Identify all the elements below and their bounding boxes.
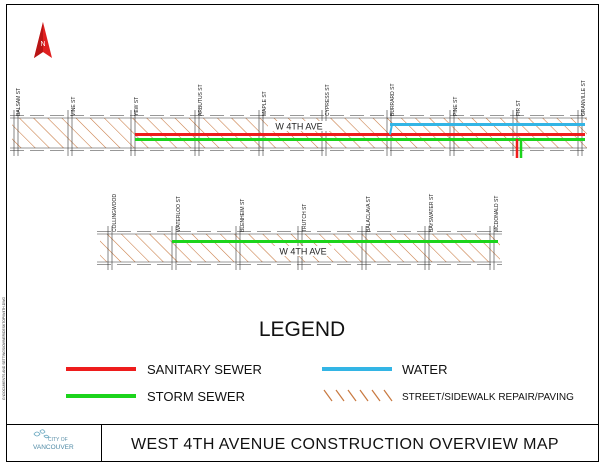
map-title: WEST 4TH AVENUE CONSTRUCTION OVERVIEW MA…: [131, 436, 559, 453]
street-label-burrard: BURRARD ST: [390, 83, 396, 116]
street-label-collingwood: COLLINGWOOD: [112, 194, 118, 232]
map-frame: [6, 4, 599, 462]
upper-water-jog: [389, 124, 393, 135]
logo-mark-icon: [33, 429, 50, 439]
legend: LEGEND SANITARY SEWER STORM SEWER WATER …: [66, 318, 574, 404]
street-label-bayswater: BAYSWATER ST: [429, 194, 435, 232]
drawing-file-path: G:\DOCUMENTS AND SETTINGS\OWNER\DESKTOP\…: [2, 297, 6, 400]
upper-corridor: W 4TH AVE BALSAM ST VINE ST YEW ST ARBUT…: [10, 80, 587, 158]
legend-storm-label: STORM SEWER: [147, 389, 245, 404]
street-label-fir: FIR ST: [516, 100, 522, 116]
street-label-pine: PINE ST: [453, 97, 459, 116]
legend-water-label: WATER: [402, 362, 448, 377]
lower-avenue-label: W 4TH AVE: [279, 247, 326, 257]
logo-line-2: VANCOUVER: [33, 444, 74, 451]
north-letter: N: [40, 41, 45, 48]
street-label-balsam: BALSAM ST: [16, 88, 22, 116]
north-arrow-icon: N: [34, 22, 52, 58]
street-label-vine: VINE ST: [71, 97, 77, 116]
lower-cross-streets: [107, 226, 495, 270]
lower-avenue-label-bg: [272, 246, 334, 256]
street-label-trutch: TRUTCH ST: [302, 204, 308, 232]
street-label-balaclava: BALACLAVA ST: [366, 196, 372, 232]
upper-road-edges: [10, 115, 587, 151]
logo-line-1: CITY OF: [48, 437, 68, 443]
upper-cross-streets: [13, 110, 583, 156]
street-label-maple: MAPLE ST: [262, 91, 268, 116]
street-label-mcdonald: MCDONALD ST: [494, 196, 500, 232]
upper-avenue-label: W 4TH AVE: [275, 122, 322, 132]
street-label-yew: YEW ST: [134, 97, 140, 116]
street-label-arbutus: ARBUTUS ST: [198, 84, 204, 116]
legend-paving-swatch: [323, 389, 393, 402]
upper-avenue-label-bg: [268, 121, 330, 131]
legend-paving-label: STREET/SIDEWALK REPAIR/PAVING: [402, 392, 574, 403]
street-label-waterloo: WATERLOO ST: [176, 196, 182, 232]
lower-road-edges: [97, 231, 502, 265]
street-label-blenheim: BLENHEIM ST: [240, 199, 246, 232]
city-of-vancouver-logo: CITY OF VANCOUVER: [33, 429, 74, 451]
street-label-granville: GRANVILLE ST: [581, 80, 587, 116]
legend-sanitary-label: SANITARY SEWER: [147, 362, 262, 377]
legend-title: LEGEND: [259, 318, 345, 341]
street-label-cypress: CYPRESS ST: [325, 84, 331, 116]
lower-corridor: W 4TH AVE COLLINGWOOD WATERLOO ST BLENHE…: [97, 194, 502, 270]
